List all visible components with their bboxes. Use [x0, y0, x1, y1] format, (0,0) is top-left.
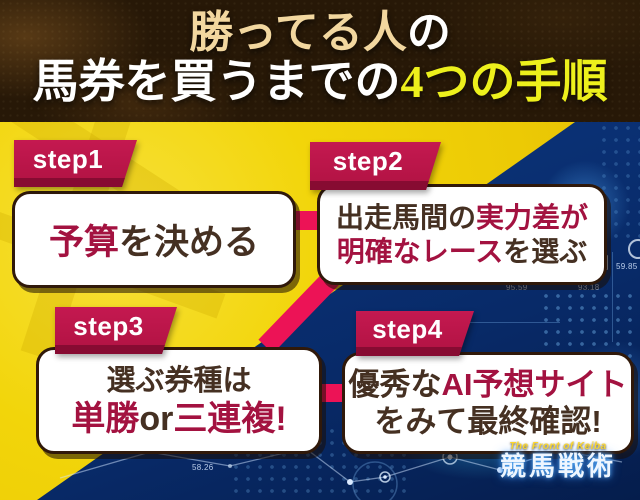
step4-banner-label: step4	[372, 313, 443, 344]
step2-text-line2: 明確なレースを選ぶ	[337, 235, 588, 269]
step3-banner: step3	[55, 307, 177, 354]
step1-text: 予算を決める	[49, 214, 259, 265]
step2-text-plain: を選ぶ	[503, 235, 588, 267]
title-plain: 馬券を買うまでの	[32, 56, 401, 107]
ticker-value: 58.26	[192, 463, 214, 472]
title-highlight-yellow: 4つの手順	[400, 56, 608, 107]
circuit-line	[612, 252, 613, 342]
step2-text-highlight: 実力差が	[476, 201, 589, 233]
step1-text-highlight: 予算	[48, 223, 119, 262]
ticker-value: 95.59	[506, 283, 528, 292]
step4-text-plain: 優秀な	[348, 367, 442, 402]
circle-icon	[628, 239, 640, 259]
step1-banner-label: step1	[32, 143, 104, 174]
circuit-line	[470, 322, 560, 323]
step4-text-highlight: AI予想サイト	[441, 367, 628, 402]
step1-banner: step1	[14, 140, 137, 187]
step2-card: 出走馬間の実力差が 明確なレースを選ぶ	[317, 184, 607, 285]
step3-banner-shape	[55, 307, 177, 354]
network-graph-decoration	[59, 447, 623, 500]
step4-text-line2: をみて最終確認!	[374, 403, 601, 440]
step1-banner-shape	[14, 140, 137, 187]
step4-text-plain: をみて最終確認!	[374, 404, 602, 439]
logo-tagline: The Front of Keiba	[509, 441, 607, 452]
step3-text-highlight: 単勝	[71, 399, 140, 438]
site-logo: The Front of Keiba 競馬戦術	[480, 441, 636, 482]
step3-text-plain: 選ぶ券種は	[106, 364, 252, 397]
title-highlight-cream: 勝ってる人	[189, 8, 407, 57]
ticker-value: 59.85	[616, 262, 638, 271]
step2-banner-label: step2	[332, 146, 404, 176]
step1-card: 予算を決める	[12, 191, 296, 288]
step2-text-line1: 出走馬間の実力差が	[336, 201, 588, 235]
step2-banner-shape	[310, 142, 441, 190]
step2-banner: step2	[310, 142, 441, 190]
step3-text-plain: or	[139, 399, 174, 438]
step2-text-plain: 出走馬間の	[335, 201, 476, 233]
step1-text-plain: を決める	[119, 223, 260, 262]
title-band	[0, 0, 640, 122]
step4-text-line1: 優秀なAI予想サイト	[349, 366, 628, 403]
ticker-value: 93.18	[578, 283, 600, 292]
step3-text-line2: 単勝or三連複!	[71, 399, 286, 439]
step3-text-highlight: 三連複!	[173, 399, 287, 438]
page-title: 勝ってる人の 馬券を買うまでの4つの手順	[0, 8, 640, 106]
step4-banner: step4	[356, 311, 474, 356]
step4-card: 優秀なAI予想サイト をみて最終確認!	[342, 352, 634, 454]
title-plain: の	[406, 8, 451, 57]
step4-banner-shape	[356, 311, 474, 356]
title-line-1: 勝ってる人の	[0, 8, 640, 58]
step3-card: 選ぶ券種は 単勝or三連複!	[36, 347, 322, 454]
step3-banner-label: step3	[73, 310, 144, 341]
title-line-2: 馬券を買うまでの4つの手順	[0, 58, 640, 106]
step3-text-line1: 選ぶ券種は	[106, 363, 251, 399]
logo-name: 競馬戦術	[499, 452, 616, 481]
step2-text-highlight: 明確なレース	[336, 235, 504, 267]
